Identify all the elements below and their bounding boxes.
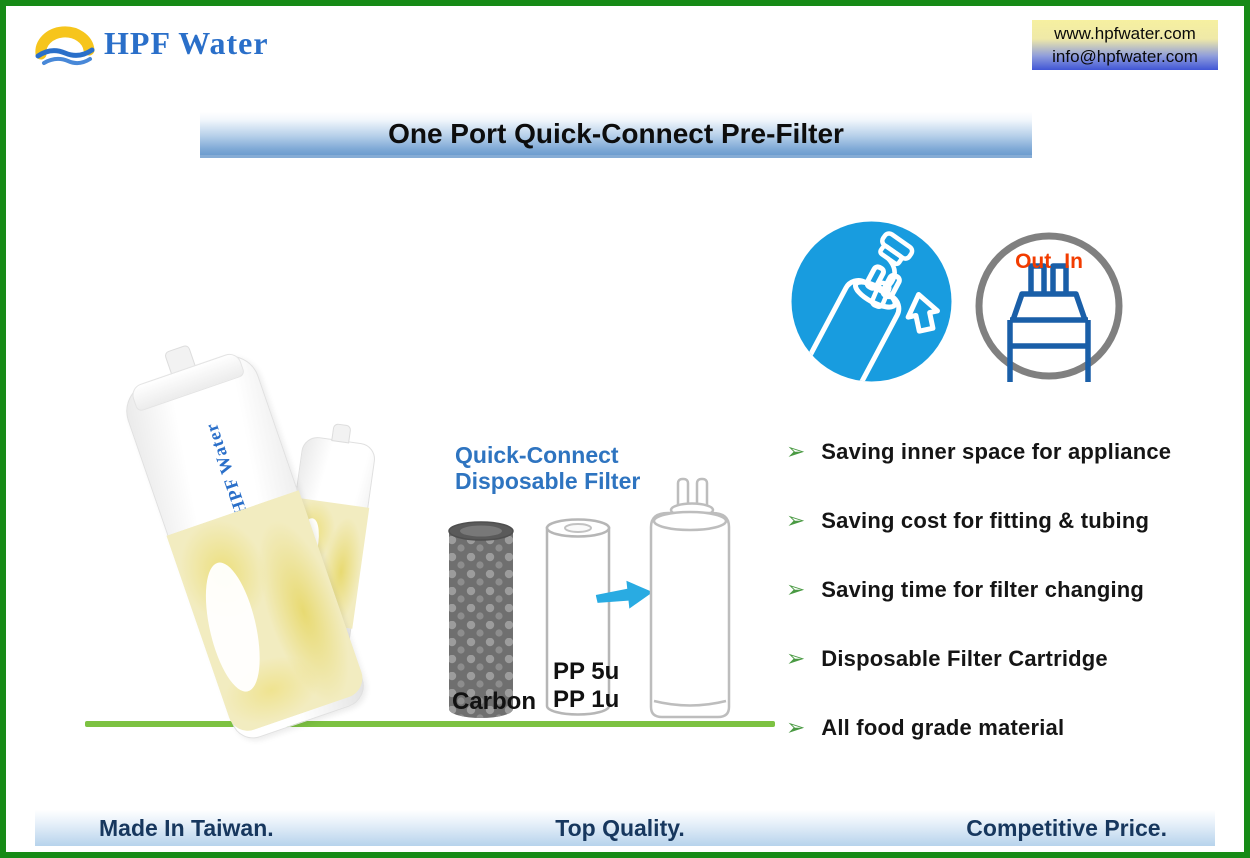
bullet-text: Disposable Filter Cartridge (821, 646, 1108, 671)
arrow-bullet-icon: ➢ (786, 576, 806, 603)
bullet-text: Saving cost for fitting & tubing (821, 508, 1150, 533)
out-label: Out (1015, 250, 1052, 273)
label-oval (195, 557, 271, 697)
logo-text: HPF Water (104, 24, 269, 61)
list-item: ➢ Saving cost for fitting & tubing (786, 507, 1171, 535)
carbon-filter-illustration (448, 521, 514, 718)
carbon-label: Carbon (452, 688, 536, 715)
quick-connect-filter-illustration (649, 477, 731, 719)
footer-made-in-taiwan: Made In Taiwan. (99, 814, 274, 841)
arrow-bullet-icon: ➢ (786, 714, 806, 741)
email-text: info@hpfwater.com (1052, 47, 1198, 66)
arrow-bullet-icon: ➢ (786, 438, 806, 465)
website-text: www.hpfwater.com (1054, 24, 1196, 43)
footer-top-quality: Top Quality. (555, 814, 685, 841)
ports-illustration (975, 232, 1123, 382)
quick-connect-install-icon (790, 220, 953, 383)
pp-label-line1: PP 5u (553, 658, 620, 685)
footer-competitive-price: Competitive Price. (966, 814, 1167, 841)
caption-line2: Disposable Filter (455, 468, 641, 494)
contact-box: www.hpfwater.com info@hpfwater.com (1032, 20, 1218, 70)
list-item: ➢ Saving inner space for appliance (786, 438, 1171, 466)
install-illustration (791, 221, 952, 382)
filter-ports-icon: Out In (973, 230, 1125, 382)
bullet-text: All food grade material (821, 715, 1065, 740)
caption-line1: Quick-Connect (455, 442, 619, 468)
right-arrow-icon (595, 580, 653, 609)
cartridge-brand-text: HPF Water (200, 420, 252, 518)
pp-label-line2: PP 1u (553, 686, 620, 713)
arrow-bullet-icon: ➢ (786, 507, 806, 534)
bullet-text: Saving inner space for appliance (821, 439, 1172, 464)
benefits-list: ➢ Saving inner space for appliance ➢ Sav… (786, 438, 1171, 742)
list-item: ➢ All food grade material (786, 714, 1171, 742)
pp-label: PP 5u PP 1u (553, 658, 619, 714)
arrow-bullet-icon: ➢ (786, 645, 806, 672)
list-item: ➢ Disposable Filter Cartridge (786, 645, 1171, 673)
logo: HPF Water (32, 20, 269, 66)
page-title: One Port Quick-Connect Pre-Filter (388, 117, 844, 149)
ports-labels: Out In (973, 250, 1125, 274)
green-divider-line (85, 721, 775, 727)
footer-bar: Made In Taiwan. Top Quality. Competitive… (35, 810, 1215, 846)
wave-swoosh-logo-icon (35, 26, 95, 66)
pp-filter-illustration (545, 518, 611, 716)
list-item: ➢ Saving time for filter changing (786, 576, 1171, 604)
bullet-text: Saving time for filter changing (821, 577, 1145, 602)
product-photo: HPF Water (90, 344, 440, 745)
diagram-caption: Quick-Connect Disposable Filter (455, 442, 640, 494)
title-banner: One Port Quick-Connect Pre-Filter (200, 112, 1032, 158)
in-label: In (1064, 250, 1083, 273)
cartridge-port (331, 423, 352, 444)
